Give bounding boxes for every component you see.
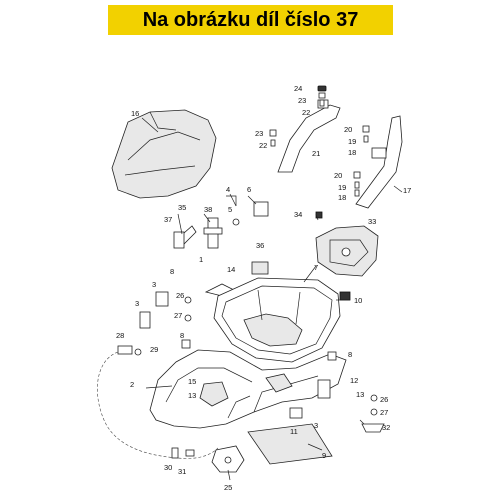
callout-28: 28	[116, 331, 124, 340]
callout-36: 36	[256, 241, 264, 250]
part-8-clip-b	[181, 339, 191, 349]
part-9-mat	[247, 423, 333, 465]
callout-2: 2	[130, 380, 134, 389]
callout-23b: 23	[255, 129, 263, 138]
callout-34: 34	[294, 210, 302, 219]
callout-4: 4	[226, 185, 230, 194]
part-26-bolt-b	[370, 394, 378, 402]
callout-16: 16	[131, 109, 139, 118]
part-36-label	[251, 261, 269, 275]
callout-8c: 8	[348, 350, 352, 359]
callout-13: 13	[188, 391, 196, 400]
part-27-bolt	[184, 314, 192, 322]
part-2-lower-body	[149, 349, 347, 429]
callout-8: 8	[170, 267, 174, 276]
leader-lines	[141, 117, 403, 481]
part-31-nut	[185, 449, 195, 457]
callout-5: 5	[228, 205, 232, 214]
callout-23: 23	[298, 96, 306, 105]
callout-21: 21	[312, 149, 320, 158]
callout-17: 17	[403, 186, 411, 195]
callout-18b: 18	[338, 193, 346, 202]
callout-30: 30	[164, 463, 172, 472]
headline-banner: Na obrázku díl číslo 37	[108, 5, 393, 35]
part-27-bolt-b	[370, 408, 378, 416]
callout-37: 37	[164, 215, 172, 224]
callout-labels: 16 24 23 22 23 22 21 20 19 18 20 19 18 1…	[116, 84, 411, 492]
part-7-storage-box	[213, 277, 341, 363]
part-28-29-cable-end	[117, 345, 142, 356]
callout-8b: 8	[180, 331, 184, 340]
bolt-stack-right	[353, 125, 370, 197]
callout-26: 26	[176, 291, 184, 300]
part-11-pad	[289, 407, 303, 419]
callout-29: 29	[150, 345, 158, 354]
callout-18: 18	[348, 148, 356, 157]
callout-11: 11	[290, 427, 298, 436]
callout-27b: 27	[380, 408, 388, 417]
bolt-stack-left	[269, 85, 327, 147]
part-3-bracket-a	[155, 291, 169, 307]
part-3-bracket-c	[317, 379, 331, 399]
callout-22: 22	[302, 108, 310, 117]
part-33-bracket	[315, 225, 379, 277]
part-25-latch	[211, 445, 245, 473]
callout-7: 7	[314, 263, 318, 272]
callout-13b: 13	[356, 390, 364, 399]
headline-text: Na obrázku díl číslo 37	[142, 8, 359, 31]
part-3-bracket-b	[139, 311, 151, 329]
part-30-bolt	[171, 447, 179, 459]
part-35-37-bracket	[173, 225, 197, 249]
callout-25: 25	[224, 483, 232, 492]
callout-1: 1	[199, 255, 203, 264]
callout-35: 35	[178, 203, 186, 212]
callout-19: 19	[348, 137, 356, 146]
part-4-5-6-lock	[226, 195, 269, 226]
callout-9: 9	[322, 451, 326, 460]
callout-19b: 19	[338, 183, 346, 192]
part-8-clip	[327, 351, 337, 361]
part-38-latch	[203, 217, 223, 249]
callout-20: 20	[344, 125, 352, 134]
part-17-grab-bar	[355, 115, 403, 209]
callout-15: 15	[188, 377, 196, 386]
callout-10: 10	[354, 296, 362, 305]
callout-3c: 3	[314, 421, 318, 430]
callout-12: 12	[350, 376, 358, 385]
callout-20b: 20	[334, 171, 342, 180]
callout-38: 38	[204, 205, 212, 214]
part-26-bolt	[184, 296, 192, 304]
callout-27: 27	[174, 311, 182, 320]
callout-31: 31	[178, 467, 186, 476]
callout-3: 3	[152, 280, 156, 289]
part-32-clip	[361, 423, 385, 433]
part-10-connector	[339, 291, 351, 301]
callout-33: 33	[368, 217, 376, 226]
callout-3b: 3	[135, 299, 139, 308]
callout-26b: 26	[380, 395, 388, 404]
callout-22b: 22	[259, 141, 267, 150]
release-cable	[97, 351, 219, 459]
callout-6: 6	[247, 185, 251, 194]
callout-14: 14	[227, 265, 235, 274]
part-16-cover	[111, 109, 217, 199]
callout-32: 32	[382, 423, 390, 432]
callout-24: 24	[294, 84, 302, 93]
